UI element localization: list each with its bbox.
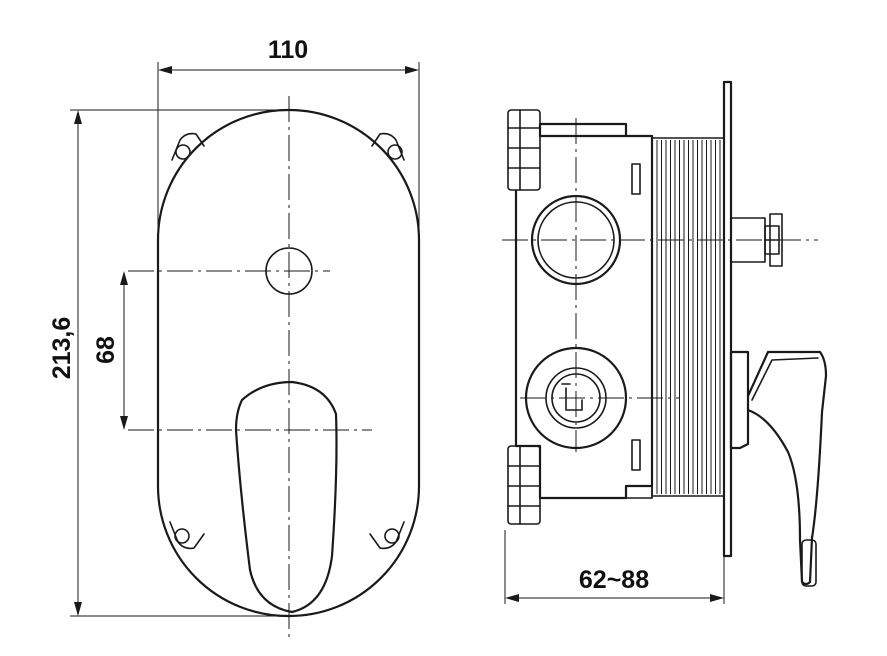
mounting-tab-top-right — [371, 132, 405, 161]
depth-label: 62~88 — [579, 566, 649, 594]
spacing-label: 68 — [92, 336, 120, 364]
lever-handle — [234, 380, 338, 614]
wall-plate — [722, 80, 733, 558]
mounting-tab-bottom-right — [369, 521, 405, 550]
mounting-tab-top-left — [171, 132, 205, 161]
height-dimension: 213,6 — [48, 109, 289, 617]
slot-bottom — [631, 439, 641, 471]
lever-tip — [801, 539, 817, 587]
height-label: 213,6 — [48, 317, 76, 380]
depth-dimension: 62~88 — [504, 530, 725, 604]
mounting-tab-bottom-left — [169, 521, 205, 550]
bottom-connector — [507, 445, 541, 525]
front-view: 110 213,6 68 — [48, 36, 421, 640]
slot-top — [631, 163, 641, 195]
width-dimension: 110 — [157, 36, 420, 240]
spacing-dimension: 68 — [92, 271, 128, 430]
side-view: 62~88 — [502, 80, 828, 604]
lever-handle-side — [729, 350, 828, 586]
threaded-sleeve — [651, 137, 725, 497]
top-connector — [507, 109, 541, 191]
width-label: 110 — [268, 36, 308, 64]
